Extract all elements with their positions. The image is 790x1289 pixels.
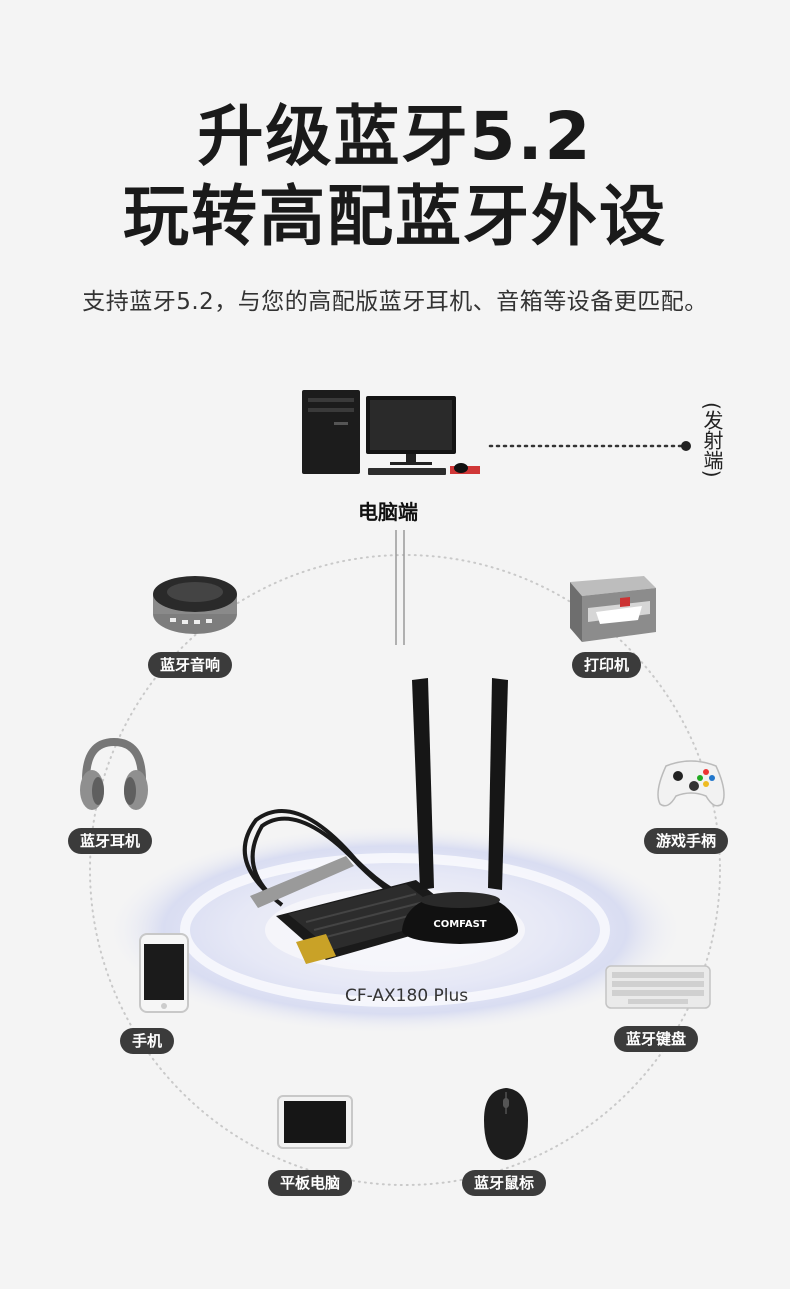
device-ring <box>89 554 721 1186</box>
keyboard-icon <box>605 965 711 1009</box>
device-label-gamepad: 游戏手柄 <box>644 828 729 854</box>
title-line-1: 升级蓝牙5.2 <box>197 98 593 175</box>
bluetooth-speaker-icon <box>153 576 237 634</box>
device-label-mouse: 蓝牙鼠标 <box>462 1170 547 1196</box>
pc-label: 电脑端 <box>358 500 418 524</box>
tablet-icon <box>277 1095 353 1149</box>
gamepad-icon <box>657 760 725 807</box>
brand-logo: COMFAST <box>433 919 486 930</box>
product-model-label: CF-AX180 Plus <box>345 986 469 1006</box>
subtitle: 支持蓝牙5.2，与您的高配版蓝牙耳机、音箱等设备更匹配。 <box>82 289 708 315</box>
device-label-keyboard: 蓝牙键盘 <box>614 1026 699 1052</box>
device-label-speaker: 蓝牙音响 <box>148 652 233 678</box>
title-line-2: 玩转高配蓝牙外设 <box>123 178 667 255</box>
sender-label: (发射端) <box>700 402 724 478</box>
phone-icon <box>139 933 189 1013</box>
desktop-computer-icon <box>302 390 480 475</box>
printer-icon <box>570 576 656 642</box>
device-label-tablet: 平板电脑 <box>268 1170 353 1196</box>
mouse-icon <box>484 1088 528 1160</box>
headphones-icon <box>80 737 148 810</box>
wifi-card-product-image: COMFAST <box>242 678 519 964</box>
device-label-phone: 手机 <box>120 1028 175 1054</box>
device-label-printer: 打印机 <box>572 652 642 678</box>
device-label-headphones: 蓝牙耳机 <box>68 828 153 854</box>
